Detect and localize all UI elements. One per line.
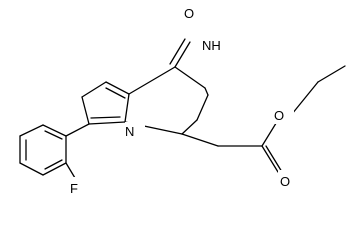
bond: [65, 123, 90, 137]
bond-lines: [19, 38, 346, 179]
amide-nh-label: NH: [202, 38, 221, 53]
bond: [291, 81, 319, 115]
bond: [65, 162, 76, 179]
bond: [42, 124, 67, 137]
fluorine-label: F: [70, 181, 78, 196]
bond: [204, 87, 209, 96]
molecule-canvas: O NH N O O F: [19, 2, 346, 197]
bond: [81, 81, 107, 98]
label-mask: [68, 177, 88, 197]
ester-double-oxygen-label: O: [280, 174, 290, 189]
bond: [105, 81, 130, 95]
bond: [81, 96, 90, 125]
bond: [90, 116, 121, 119]
bond: [44, 159, 63, 170]
carbonyl-oxygen-label: O: [184, 6, 194, 21]
bond: [19, 162, 44, 176]
ester-single-oxygen-label: O: [274, 108, 284, 123]
atom-labels: O NH N O O F: [68, 2, 300, 197]
bond: [174, 66, 206, 89]
bond: [181, 119, 198, 135]
bond: [261, 145, 279, 173]
label-mask: [125, 122, 145, 142]
bond: [169, 38, 186, 65]
bond: [19, 124, 44, 137]
bond: [88, 121, 126, 125]
bond: [42, 162, 67, 176]
bond: [265, 145, 283, 173]
bond: [128, 66, 176, 95]
ring-nitrogen-label: N: [125, 124, 134, 139]
label-mask: [278, 170, 300, 190]
bond: [44, 130, 63, 140]
bond: [181, 133, 219, 147]
label-mask: [182, 2, 204, 22]
bond: [174, 41, 191, 68]
bond: [317, 65, 346, 83]
bond: [124, 93, 130, 123]
bond: [261, 119, 279, 147]
bond: [105, 87, 126, 99]
label-mask: [200, 34, 228, 54]
bond: [196, 94, 209, 121]
label-mask: [272, 104, 294, 124]
structure-drawing: O NH N O O F: [19, 2, 346, 197]
